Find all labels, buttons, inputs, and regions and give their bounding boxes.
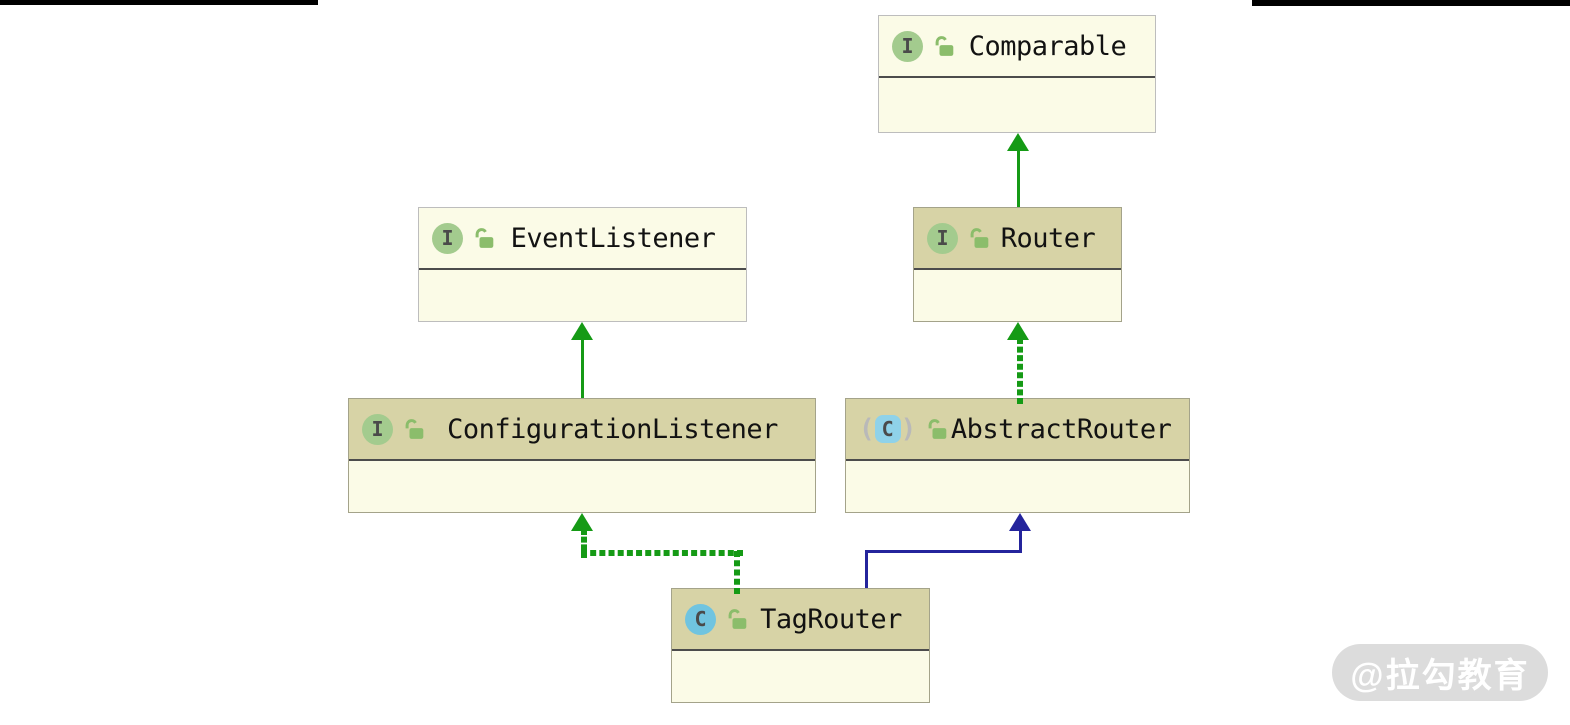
node-header: ( C ) AbstractRouter bbox=[846, 399, 1189, 461]
interface-icon: I bbox=[362, 413, 393, 445]
edge-line bbox=[1017, 338, 1023, 404]
abstract-class-icon: ( bbox=[859, 414, 875, 444]
edge-line bbox=[734, 551, 740, 594]
interface-icon: I bbox=[927, 222, 958, 254]
node-header: I Comparable bbox=[879, 16, 1155, 78]
class-name-label: TagRouter bbox=[760, 603, 902, 635]
extends-arrowhead bbox=[571, 322, 593, 340]
implements-arrowhead bbox=[571, 513, 593, 531]
unlocked-icon bbox=[402, 417, 426, 441]
unlocked-icon bbox=[925, 417, 949, 441]
node-header: I Router bbox=[914, 208, 1121, 270]
unlocked-icon bbox=[932, 34, 956, 58]
implements-arrowhead bbox=[1007, 322, 1029, 340]
class-node-abstractrouter[interactable]: ( C ) AbstractRouter bbox=[845, 398, 1190, 513]
class-node-configurationlistener[interactable]: I ConfigurationListener bbox=[348, 398, 816, 513]
class-node-comparable[interactable]: I Comparable bbox=[878, 15, 1156, 133]
class-name-label: Router bbox=[1000, 222, 1096, 254]
edge-line bbox=[1019, 529, 1022, 552]
abstract-class-icon: C bbox=[874, 415, 901, 443]
abstract-class-icon: ) bbox=[900, 414, 917, 444]
class-name-label: AbstractRouter bbox=[950, 413, 1172, 445]
extends-arrowhead bbox=[1007, 133, 1029, 151]
edge-line bbox=[581, 338, 584, 398]
interface-icon: I bbox=[892, 30, 923, 62]
watermark-badge: @拉勾教育 bbox=[1332, 644, 1548, 701]
top-right-black-bar bbox=[1252, 0, 1570, 6]
class-name-label: Comparable bbox=[968, 30, 1127, 62]
edge-line bbox=[581, 529, 587, 558]
class-node-router[interactable]: I Router bbox=[913, 207, 1122, 322]
edge-line bbox=[581, 550, 743, 556]
node-header: I EventListener bbox=[419, 208, 746, 270]
unlocked-icon bbox=[725, 607, 749, 631]
interface-icon: I bbox=[432, 222, 463, 254]
node-header: I ConfigurationListener bbox=[349, 399, 815, 461]
unlocked-icon bbox=[472, 226, 496, 250]
top-left-black-bar bbox=[0, 0, 318, 5]
class-icon: C bbox=[685, 603, 716, 635]
edge-line bbox=[865, 550, 1022, 553]
class-node-eventlistener[interactable]: I EventListener bbox=[418, 207, 747, 322]
class-name-label: ConfigurationListener bbox=[447, 413, 778, 445]
unlocked-icon bbox=[967, 226, 991, 250]
class-node-tagrouter[interactable]: C TagRouter bbox=[671, 588, 930, 703]
class-name-label: EventListener bbox=[510, 222, 716, 254]
edge-line bbox=[865, 551, 868, 588]
edge-line bbox=[1017, 149, 1020, 207]
node-header: C TagRouter bbox=[672, 589, 929, 651]
extends-arrowhead bbox=[1009, 513, 1031, 531]
